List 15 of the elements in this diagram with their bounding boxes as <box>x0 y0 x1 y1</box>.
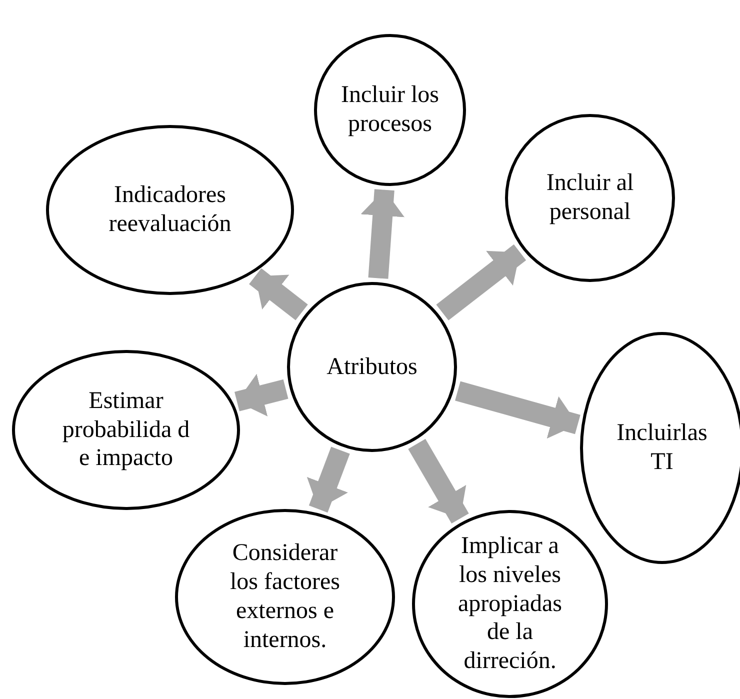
block-arrow <box>455 381 580 439</box>
node-label: Incluir al personal <box>545 169 635 227</box>
block-arrow <box>408 438 469 524</box>
node-label: Estimar probabilida d e impacto <box>61 386 191 474</box>
node-label: Implicar a los niveles apropiadas de la dirreción. <box>457 532 563 676</box>
node-label: Incluirlas TI <box>616 419 708 477</box>
node-label: Incluir los procesos <box>340 81 440 139</box>
node-label: Indicadores reevaluación <box>108 181 232 239</box>
node-label: Considerar los factores externos e internos. <box>229 539 341 655</box>
block-arrow <box>249 268 308 320</box>
block-arrow <box>436 244 526 320</box>
node-label: Atributos <box>326 352 418 382</box>
block-arrow <box>360 189 405 279</box>
block-arrow <box>234 374 288 416</box>
block-arrow <box>306 446 350 513</box>
